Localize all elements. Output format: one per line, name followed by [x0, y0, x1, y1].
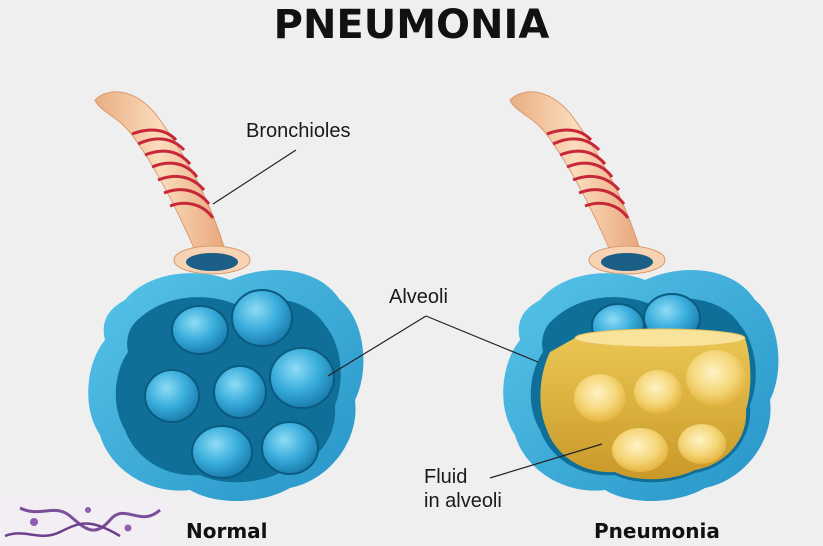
- pneumonia-caption: Pneumonia: [594, 519, 720, 543]
- microscope-image-fragment: [0, 498, 168, 546]
- fluid-filled-alveoli: [540, 329, 750, 479]
- bronchioles-leader: [213, 150, 296, 204]
- fluid-label-line1: Fluid: [424, 465, 467, 489]
- bronchioles-label: Bronchioles: [246, 119, 351, 143]
- normal-caption: Normal: [186, 519, 268, 543]
- alveoli-label: Alveoli: [389, 285, 448, 309]
- pneumonia-alveolar-sac: [503, 270, 778, 501]
- fluid-label-line2: in alveoli: [424, 489, 502, 513]
- normal-bronchiole: [95, 92, 250, 274]
- pneumonia-bronchiole: [510, 92, 665, 274]
- normal-alveolar-sac: [88, 270, 363, 501]
